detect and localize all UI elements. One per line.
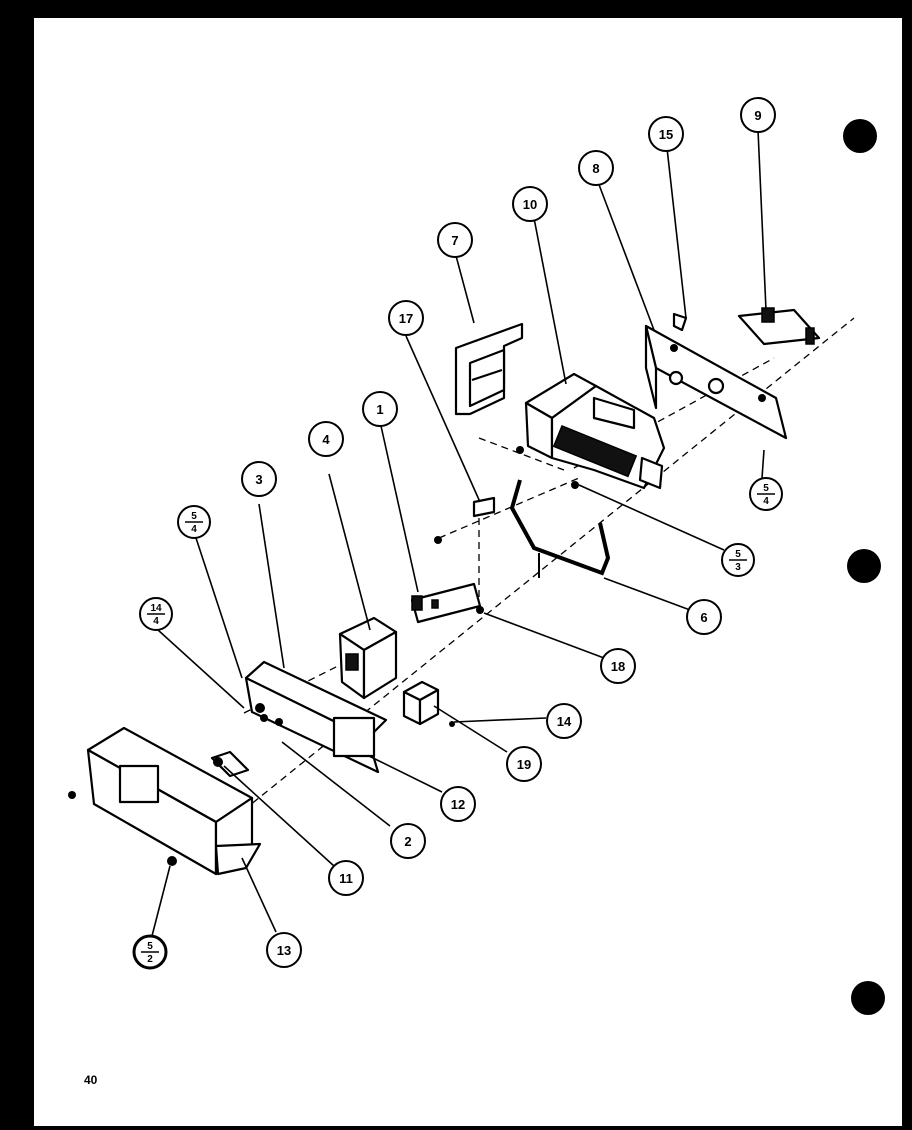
- leader-11: [223, 765, 335, 867]
- callout-10: 10: [512, 186, 548, 222]
- svg-text:2: 2: [404, 834, 411, 849]
- leader-17: [405, 335, 481, 503]
- parts-diagram-sheet: 7 10 8 15 9 17 1 4 3 6 18 14: [34, 18, 902, 1126]
- callout-4: 4: [308, 421, 344, 457]
- callout-1: 1: [362, 391, 398, 427]
- fraction-callout-14-4: 14 4: [139, 597, 173, 631]
- leader-6: [603, 577, 691, 611]
- svg-text:5: 5: [735, 549, 741, 560]
- fraction-callout-5-2: 5 2: [132, 934, 168, 970]
- leader-13: [241, 857, 277, 933]
- svg-text:4: 4: [322, 432, 330, 447]
- svg-text:15: 15: [659, 127, 673, 142]
- callout-18: 18: [600, 648, 636, 684]
- leader-7: [454, 251, 475, 324]
- svg-text:19: 19: [517, 757, 531, 772]
- leader-9: [757, 129, 767, 311]
- leader-3: [258, 503, 285, 669]
- leader-12: [368, 755, 443, 793]
- part-6-wire-harness: [509, 479, 611, 578]
- part-13-cover: [68, 726, 262, 876]
- part-7-shield: [454, 322, 524, 416]
- svg-text:5: 5: [191, 511, 197, 522]
- svg-text:10: 10: [523, 197, 537, 212]
- callout-17: 17: [388, 300, 424, 336]
- svg-text:12: 12: [451, 797, 465, 812]
- screw: [516, 446, 524, 454]
- leader-10: [533, 217, 567, 385]
- binder-hole-top: [843, 119, 877, 153]
- part-9-bracket: [737, 307, 821, 346]
- svg-text:14: 14: [150, 603, 162, 614]
- leader-8: [597, 181, 655, 331]
- fraction-callout-5-4-right: 5 4: [749, 477, 783, 511]
- part-4-switch-block: [338, 616, 398, 700]
- screw: [434, 536, 442, 544]
- svg-text:8: 8: [592, 161, 599, 176]
- part-1-bracket: [410, 582, 482, 624]
- part-3-control-housing: [244, 660, 388, 774]
- callout-8: 8: [578, 150, 614, 186]
- leader-2: [281, 741, 391, 827]
- callout-7: 7: [437, 222, 473, 258]
- callout-15: 15: [648, 116, 684, 152]
- assembly-guide-line-mould: [478, 437, 565, 471]
- svg-text:6: 6: [700, 610, 707, 625]
- svg-text:2: 2: [147, 954, 153, 965]
- svg-text:3: 3: [255, 472, 262, 487]
- leader-15: [666, 147, 687, 319]
- leader-19: [433, 705, 508, 753]
- page-number: 40: [84, 1073, 98, 1087]
- svg-text:4: 4: [191, 524, 197, 535]
- leader-4: [328, 473, 371, 631]
- svg-text:3: 3: [735, 562, 741, 573]
- screw: [571, 481, 579, 489]
- part-11-clamp: [210, 750, 250, 778]
- part-8-mounting-plate: [644, 312, 788, 440]
- leader-f54a: [195, 537, 243, 679]
- part-10-ice-maker: [524, 372, 666, 490]
- svg-text:5: 5: [763, 483, 769, 494]
- binder-hole-middle: [847, 549, 881, 583]
- leader-f52: [151, 865, 171, 937]
- svg-text:5: 5: [147, 941, 153, 952]
- svg-text:17: 17: [399, 311, 413, 326]
- leader-f54b: [761, 449, 765, 479]
- fraction-callout-5-4-left: 5 4: [177, 505, 211, 539]
- svg-text:18: 18: [611, 659, 625, 674]
- binder-hole-bottom: [851, 981, 885, 1015]
- svg-text:1: 1: [376, 402, 383, 417]
- leader-18: [483, 612, 605, 659]
- callout-11: 11: [328, 860, 364, 896]
- svg-text:14: 14: [557, 714, 572, 729]
- callout-6: 6: [686, 599, 722, 635]
- leader-f144: [157, 629, 245, 709]
- leader-f53: [578, 484, 725, 551]
- part-19-relay-box: [402, 680, 440, 726]
- leader-1: [380, 425, 419, 593]
- screw: [449, 721, 455, 727]
- svg-text:4: 4: [763, 496, 769, 507]
- svg-text:11: 11: [339, 871, 353, 886]
- callout-13: 13: [266, 932, 302, 968]
- leader-14: [453, 717, 547, 723]
- callout-9: 9: [740, 97, 776, 133]
- fraction-callout-5-3: 5 3: [721, 543, 755, 577]
- callout-2: 2: [390, 823, 426, 859]
- svg-text:7: 7: [451, 233, 458, 248]
- screw: [476, 606, 484, 614]
- svg-text:9: 9: [754, 108, 761, 123]
- callout-14: 14: [546, 703, 582, 739]
- callout-12: 12: [440, 786, 476, 822]
- callout-19: 19: [506, 746, 542, 782]
- exploded-parts-diagram: 7 10 8 15 9 17 1 4 3 6 18 14: [68, 97, 885, 1087]
- part-17-clip: [472, 496, 496, 518]
- callout-3: 3: [241, 461, 277, 497]
- assembly-guide-line-mid: [438, 477, 580, 539]
- svg-text:13: 13: [277, 943, 291, 958]
- svg-text:4: 4: [153, 616, 159, 627]
